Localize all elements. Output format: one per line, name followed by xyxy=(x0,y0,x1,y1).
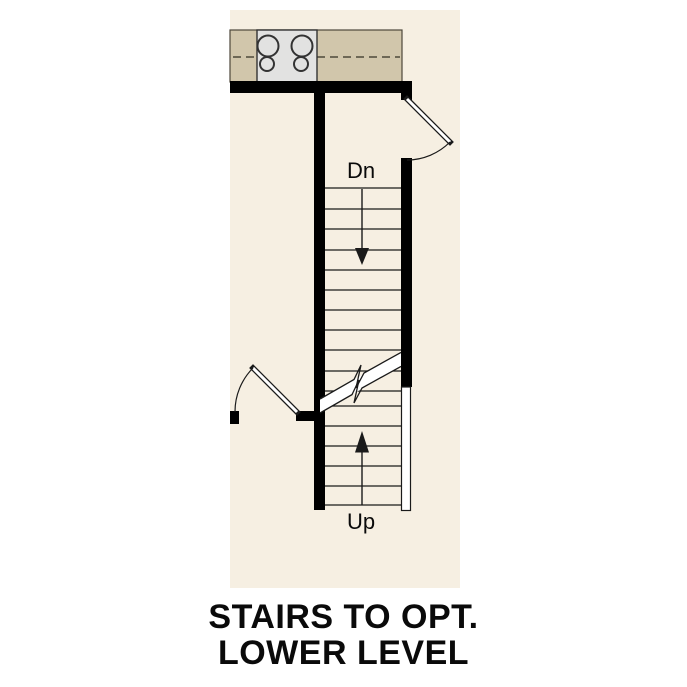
break-edge-upper xyxy=(319,351,402,400)
wall-stair-right xyxy=(401,158,412,387)
door-leaf-fill xyxy=(251,366,299,414)
figure-caption: STAIRS TO OPT. LOWER LEVEL xyxy=(0,599,687,671)
break-edge-lower xyxy=(319,365,402,414)
burner-small-right xyxy=(293,56,309,72)
up-arrow-icon xyxy=(355,431,369,505)
wall-lower-door-stub xyxy=(230,411,239,424)
door-lower-left xyxy=(234,364,301,416)
wall-stair-left xyxy=(314,81,325,510)
stair-railing xyxy=(400,386,412,512)
caption-line-2: LOWER LEVEL xyxy=(217,634,470,672)
caption-line-1: STAIRS TO OPT. xyxy=(208,598,479,636)
stairs-up-label: Up xyxy=(347,509,375,534)
break-line xyxy=(319,351,402,414)
door-upper-right xyxy=(403,95,454,161)
break-band xyxy=(320,352,401,413)
stairs-down-label: Dn xyxy=(347,158,375,183)
door-leaf-fill xyxy=(405,97,452,144)
burner-small-left xyxy=(259,56,275,72)
down-arrow-icon xyxy=(355,189,369,265)
plan-background xyxy=(230,10,460,588)
wall-lower-door-jamb xyxy=(296,411,314,421)
kitchen-counter xyxy=(229,29,403,83)
cooktop-icon xyxy=(256,29,318,83)
door-swing-arc xyxy=(234,367,254,413)
door-swing-arc xyxy=(406,141,451,161)
